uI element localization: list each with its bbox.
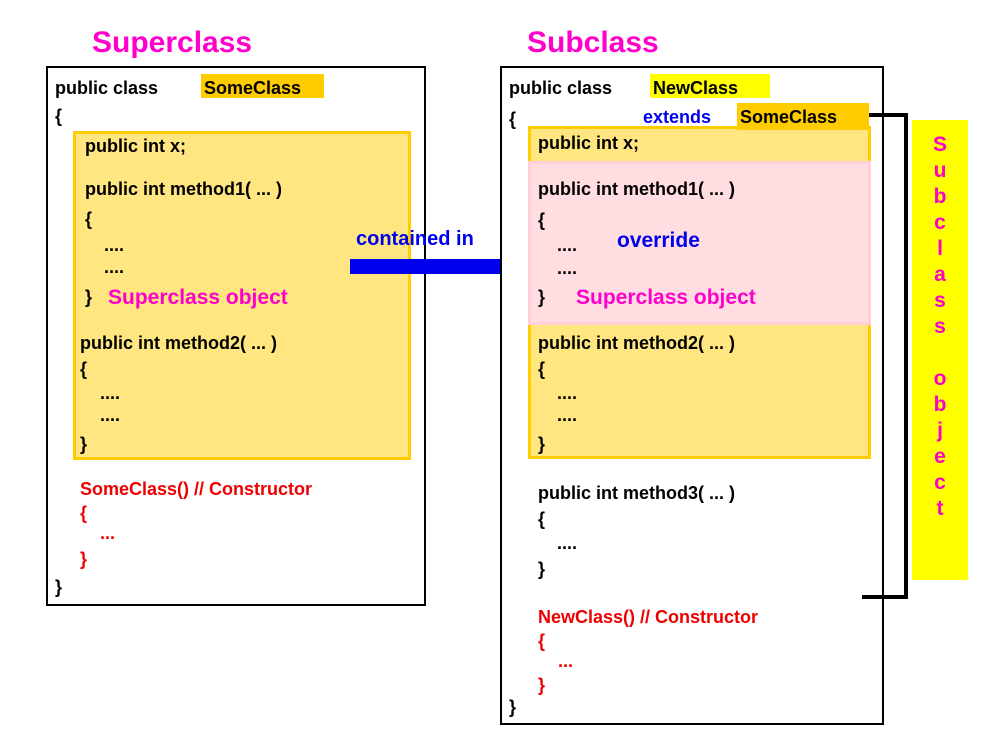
superclass-members-panel bbox=[73, 131, 411, 460]
subclass-field: public int x; bbox=[538, 133, 639, 153]
subclass-method3-signature: public int method3( ... ) bbox=[538, 483, 735, 503]
subclass-header-prefix: public class bbox=[509, 78, 613, 98]
subclass-method2-open: { bbox=[538, 359, 546, 379]
superclass-open-brace: { bbox=[55, 106, 63, 126]
side-letter-2: b bbox=[933, 185, 947, 208]
subclass-method3-body-1: .... bbox=[557, 533, 578, 553]
arrow-shaft bbox=[350, 259, 510, 274]
subclass-constructor-open: { bbox=[538, 631, 546, 651]
superclass-constructor-close: } bbox=[80, 549, 88, 569]
subclass-constructor-signature: NewClass() // Constructor bbox=[538, 607, 759, 627]
subclass-name-highlight bbox=[650, 74, 770, 98]
side-letter-6: s bbox=[934, 289, 946, 312]
subclass-method3-open: { bbox=[538, 509, 546, 529]
superclass-header-name: SomeClass bbox=[204, 78, 302, 98]
side-letter-14: t bbox=[936, 497, 944, 520]
superclass-method1-body-2: .... bbox=[104, 257, 125, 277]
superclass-method2-signature: public int method2( ... ) bbox=[80, 333, 277, 353]
superclass-method1-open: { bbox=[85, 209, 93, 229]
side-letter-5: a bbox=[934, 263, 946, 286]
subclass-close-brace: } bbox=[509, 697, 517, 717]
subclass-extends-name: SomeClass bbox=[740, 107, 838, 127]
subclass-extends-keyword: extends bbox=[643, 107, 712, 127]
superclass-constructor-open: { bbox=[80, 503, 88, 523]
side-letter-7: s bbox=[934, 315, 946, 338]
superclass-method2-open: { bbox=[80, 359, 88, 379]
subclass-object-label: S u b c l a s s o b j e c t bbox=[912, 120, 968, 580]
override-label: override bbox=[617, 229, 700, 252]
superclass-method1-close: } bbox=[85, 287, 93, 307]
superclass-field: public int x; bbox=[85, 136, 186, 156]
superclass-method1-signature: public int method1( ... ) bbox=[85, 179, 282, 199]
subclass-method2-body-2: .... bbox=[557, 405, 578, 425]
relation-label: contained in bbox=[356, 228, 474, 250]
subclass-open-brace: { bbox=[509, 109, 517, 129]
side-letter-3: c bbox=[934, 211, 946, 234]
subclass-method2-signature: public int method2( ... ) bbox=[538, 333, 735, 353]
side-letter-9: o bbox=[933, 367, 947, 390]
superclass-constructor-signature: SomeClass() // Constructor bbox=[80, 479, 313, 499]
subclass-superclass-object-annotation: Superclass object bbox=[576, 286, 756, 309]
subclass-override-panel bbox=[528, 161, 871, 325]
subclass-title: Subclass bbox=[527, 26, 659, 59]
bracket-top-arm bbox=[862, 113, 908, 117]
subclass-constructor-close: } bbox=[538, 675, 546, 695]
subclass-method1-body-1: .... bbox=[557, 235, 578, 255]
side-letter-13: c bbox=[934, 471, 946, 494]
subclass-method2-close: } bbox=[538, 434, 546, 454]
superclass-header-prefix: public class bbox=[55, 78, 159, 98]
superclass-method2-body-2: .... bbox=[100, 405, 121, 425]
side-letter-10: b bbox=[933, 393, 947, 416]
superclass-name-highlight bbox=[201, 74, 324, 98]
side-letter-12: e bbox=[934, 445, 946, 468]
side-letter-0: S bbox=[932, 133, 947, 156]
superclass-title: Superclass bbox=[92, 26, 253, 59]
side-letter-1: u bbox=[933, 159, 947, 182]
bracket-bottom-arm bbox=[862, 595, 908, 599]
subclass-method1-signature: public int method1( ... ) bbox=[538, 179, 735, 199]
subclass-method1-open: { bbox=[538, 210, 546, 230]
side-letter-4: l bbox=[937, 237, 943, 260]
subclass-header-name: NewClass bbox=[653, 78, 739, 98]
superclass-method2-body-1: .... bbox=[100, 383, 121, 403]
superclass-object-annotation: Superclass object bbox=[108, 286, 288, 309]
subclass-method1-close: } bbox=[538, 287, 546, 307]
subclass-extends-highlight bbox=[737, 103, 869, 130]
superclass-method1-body-1: .... bbox=[104, 235, 125, 255]
subclass-constructor-body: ... bbox=[558, 651, 574, 671]
superclass-constructor-body: ... bbox=[100, 523, 116, 543]
superclass-close-brace: } bbox=[55, 577, 63, 597]
bracket-spine bbox=[904, 113, 908, 599]
subclass-method2-body-1: .... bbox=[557, 383, 578, 403]
subclass-method3-close: } bbox=[538, 559, 546, 579]
side-letter-11: j bbox=[937, 419, 943, 442]
superclass-method2-close: } bbox=[80, 434, 88, 454]
subclass-method1-body-2: .... bbox=[557, 258, 578, 278]
